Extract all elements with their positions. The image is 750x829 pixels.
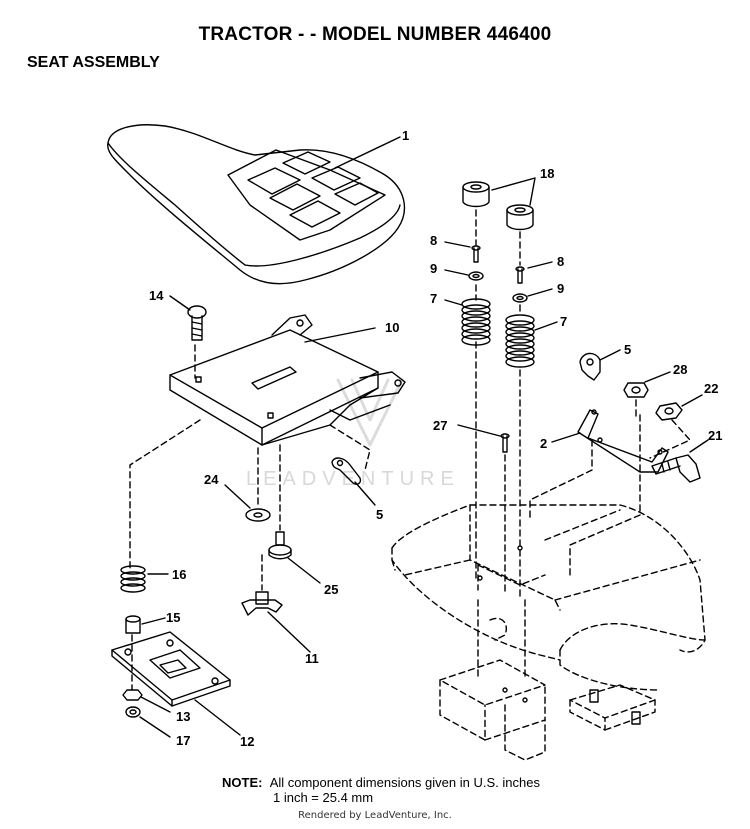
note-line-1: All component dimensions given in U.S. i… xyxy=(269,775,540,790)
part-label-22: 22 xyxy=(704,381,718,396)
leader-18 xyxy=(491,177,536,206)
leader-7-left xyxy=(444,299,463,306)
leader-1 xyxy=(334,136,401,169)
leader-7-right xyxy=(534,321,558,331)
watermark-text: LEADVENTURE xyxy=(246,468,460,490)
leader-25 xyxy=(287,557,321,584)
lock-washer xyxy=(125,706,141,718)
part-label-7: 7 xyxy=(560,314,567,329)
leader-17 xyxy=(139,716,171,738)
part-label-10: 10 xyxy=(385,320,399,335)
seat-pan xyxy=(169,314,406,446)
leader-21 xyxy=(689,439,709,453)
part-label-1: 1 xyxy=(402,128,409,143)
leader-2 xyxy=(551,432,581,443)
leader-11 xyxy=(267,611,311,653)
seat-clip-left xyxy=(331,457,362,485)
clevis-pin xyxy=(500,433,510,453)
part-label-2: 2 xyxy=(540,436,547,451)
part-label-9: 9 xyxy=(430,261,437,276)
washer-right xyxy=(512,293,528,303)
hex-bolt-21 xyxy=(651,454,701,483)
frame-bolts xyxy=(477,545,641,725)
part-label-8: 8 xyxy=(430,233,437,248)
adjustment-knob xyxy=(241,591,283,616)
part-label-15: 15 xyxy=(166,610,180,625)
rubber-bushing-1 xyxy=(462,181,490,208)
leader-28 xyxy=(644,371,671,383)
dimension-note: NOTE: All component dimensions given in … xyxy=(222,775,540,805)
leader-10 xyxy=(304,327,376,343)
leader-9-right xyxy=(527,288,553,297)
leader-5-right xyxy=(599,349,621,361)
note-label: NOTE: xyxy=(222,775,263,790)
part-label-12: 12 xyxy=(240,734,254,749)
leader-5-left xyxy=(354,481,376,506)
part-label-11: 11 xyxy=(305,651,319,666)
flat-washer xyxy=(245,508,271,522)
part-label-16: 16 xyxy=(172,567,186,582)
leader-24 xyxy=(224,484,251,509)
part-label-24: 24 xyxy=(204,472,219,487)
part-label-5: 5 xyxy=(376,507,383,522)
leader-12 xyxy=(194,699,241,736)
leader-14 xyxy=(169,295,191,311)
page-title: TRACTOR - - MODEL NUMBER 446400 xyxy=(198,24,552,45)
leader-27 xyxy=(457,424,501,437)
rendered-by-footer: Rendered by LeadVenture, Inc. xyxy=(298,810,452,821)
part-label-7: 7 xyxy=(430,291,437,306)
leader-13 xyxy=(140,696,171,713)
leader-15 xyxy=(141,617,166,625)
part-label-27: 27 xyxy=(433,418,447,433)
leader-22 xyxy=(681,394,703,407)
part-label-5: 5 xyxy=(624,342,631,357)
section-title: SEAT ASSEMBLY xyxy=(27,54,160,71)
part-label-8: 8 xyxy=(557,254,564,269)
leader-8-left xyxy=(444,241,471,248)
part-labels: 1 18 8 8 9 9 7 7 14 10 5 28 22 27 2 21 2… xyxy=(149,128,722,749)
carriage-bolt xyxy=(187,305,207,341)
shoulder-bolt xyxy=(268,531,292,560)
part-label-25: 25 xyxy=(324,582,338,597)
hex-nut-22 xyxy=(655,402,683,421)
washer-left xyxy=(468,271,484,281)
leader-8-right xyxy=(527,261,553,269)
seat-track-plate xyxy=(111,631,231,707)
rubber-bushing-2 xyxy=(506,204,534,231)
part-label-14: 14 xyxy=(149,288,164,303)
seat-spring-right xyxy=(505,314,535,368)
part-label-28: 28 xyxy=(673,362,687,377)
note-line-2: 1 inch = 25.4 mm xyxy=(273,790,374,805)
assembly-dash-lines xyxy=(129,209,691,691)
part-label-13: 13 xyxy=(176,709,190,724)
hex-nut xyxy=(122,689,143,701)
lock-nut xyxy=(623,382,649,398)
screw-left xyxy=(471,245,481,263)
seat-spring-left xyxy=(461,298,491,346)
seat-clip-right xyxy=(579,352,601,381)
part-label-18: 18 xyxy=(540,166,554,181)
seat-cushion xyxy=(107,124,406,285)
part-label-21: 21 xyxy=(708,428,722,443)
compression-spring xyxy=(120,565,146,593)
leader-9-left xyxy=(444,269,469,276)
tractor-frame-outline xyxy=(391,504,706,761)
part-label-9: 9 xyxy=(557,281,564,296)
part-label-17: 17 xyxy=(176,733,190,748)
seat-bracket xyxy=(577,409,669,473)
screw-right xyxy=(515,266,525,284)
spacer xyxy=(125,615,141,634)
